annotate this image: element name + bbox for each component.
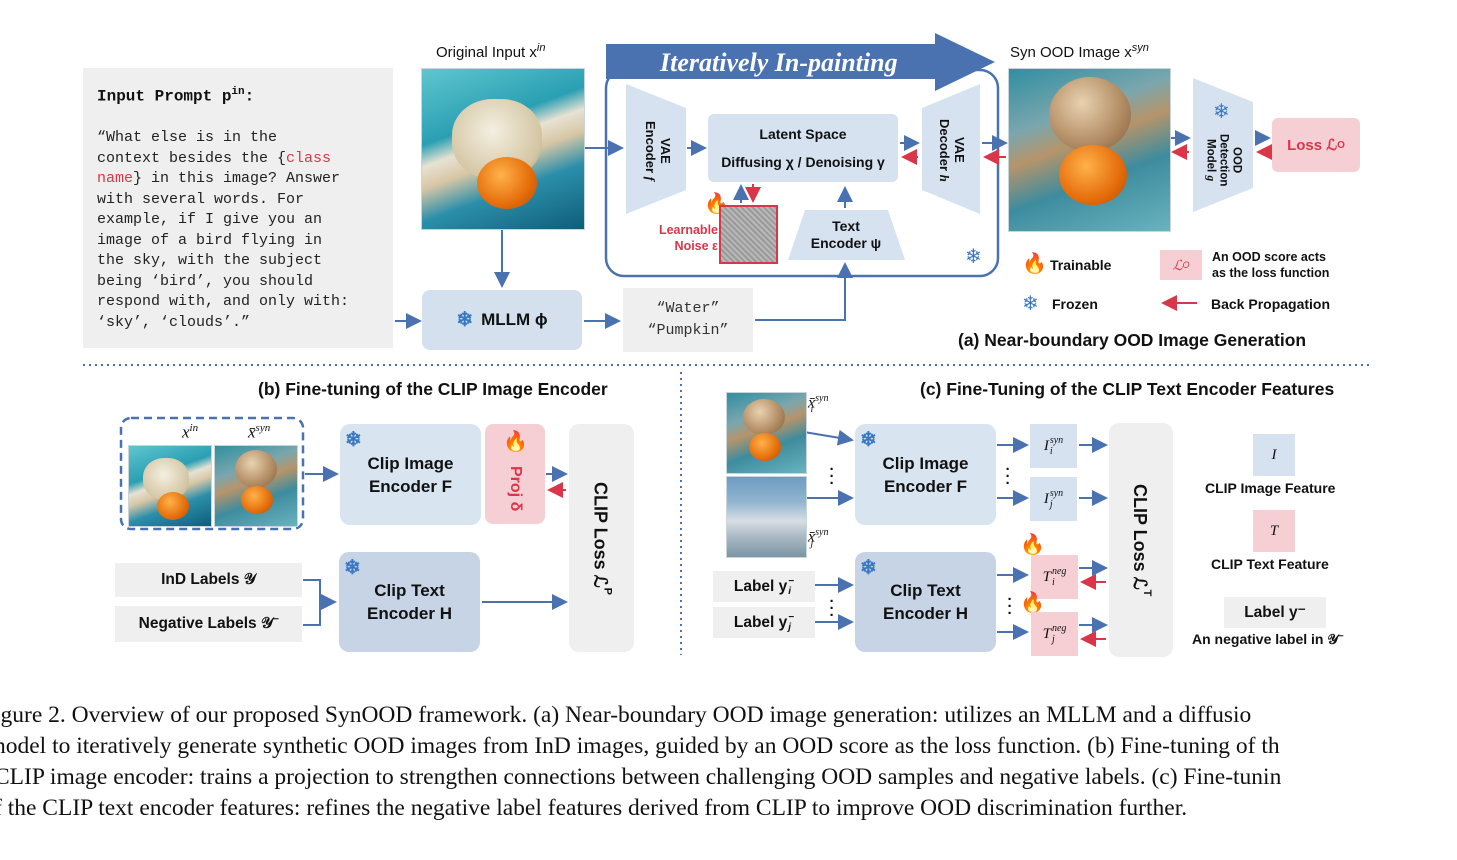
latent-space-box: Latent Space Diffusing χ / Denoising γ: [708, 114, 898, 182]
frozen-snowflake-icon: ❄: [345, 429, 362, 451]
clip-text-encoder-b: ❄ Clip Text Encoder H: [339, 552, 480, 652]
frozen-snowflake-icon: ❄: [1213, 101, 1230, 123]
frozen-snowflake-icon: ❄: [344, 557, 361, 579]
trainable-legend-icon: 🔥: [1022, 253, 1047, 275]
legend-T-box: T: [1253, 510, 1295, 552]
frozen-snowflake-icon: ❄: [965, 246, 982, 268]
learnable-noise-label: Learnable Noise ε: [658, 223, 718, 253]
xsyn-image: [214, 445, 298, 527]
trainable-fire-icon: 🔥: [1020, 534, 1045, 556]
prompt-title: Input Prompt pin:: [97, 86, 255, 106]
xin-label: xin: [182, 422, 199, 442]
input-prompt-box: [83, 68, 393, 348]
clip-loss-p: CLIP Loss ℒP: [569, 424, 634, 652]
panel-a-title: (a) Near-boundary OOD Image Generation: [958, 330, 1307, 350]
caption-line: igure 2. Overview of our proposed SynOOD…: [0, 702, 1252, 728]
legend-text-feature: CLIP Text Feature: [1211, 556, 1329, 572]
mllm-box: ❄ MLLM ϕ: [422, 290, 582, 350]
iterative-banner-arrow: [606, 33, 995, 91]
legend-image-feature: CLIP Image Feature: [1205, 480, 1336, 496]
text-encoder-psi: Text Encoder ψ: [810, 218, 882, 251]
learnable-noise-box: [719, 205, 778, 264]
xj-syn-label: x̄synj: [808, 527, 829, 549]
proj-delta-box: 🔥 Proj δ: [485, 424, 545, 524]
figure-caption: igure 2. Overview of our proposed SynOOD…: [0, 700, 1457, 824]
legend-trainable: Trainable: [1050, 257, 1112, 273]
syn-ood-image-label: Syn OOD Image xsyn: [1010, 42, 1149, 61]
banner-text: Iteratively In-painting: [660, 48, 898, 77]
clip-loss-t: CLIP Loss ℒT: [1109, 423, 1173, 657]
caption-line: CLIP image encoder: trains a projection …: [0, 764, 1282, 790]
ellipsis: ···: [829, 461, 835, 492]
caption-line: f the CLIP text encoder features: refine…: [0, 795, 1188, 821]
original-input-label: Original Input xin: [436, 42, 546, 61]
framework-figure: Input Prompt pin: “What else is in the c…: [83, 33, 1370, 657]
ind-labels: InD Labels 𝒴: [115, 563, 302, 597]
clip-image-encoder-c: ❄ Clip Image Encoder F: [855, 424, 996, 525]
legend-frozen: Frozen: [1052, 296, 1098, 312]
legend-I-box: I: [1253, 434, 1295, 476]
xi-syn-label: x̄syni: [808, 393, 829, 415]
vae-encoder-shape: [626, 84, 686, 214]
frozen-snowflake-icon: ❄: [860, 429, 877, 451]
input-images-group: [119, 416, 305, 531]
text-encoder-shape: [788, 210, 905, 260]
panel-c-title: (c) Fine-Tuning of the CLIP Text Encoder…: [920, 379, 1335, 399]
legend-label-box: Label y⁻: [1224, 597, 1326, 628]
prompt-text: “What else is in the context besides the…: [97, 129, 350, 331]
diagram-connectors: [83, 33, 1370, 655]
label-yj: Label y−j: [713, 607, 815, 638]
ood-model-shape: [1193, 78, 1253, 212]
vae-decoder-shape: [922, 84, 980, 214]
frozen-legend-icon: ❄: [1022, 293, 1039, 315]
ellipsis: ···: [829, 593, 835, 624]
ood-detection-model: OOD Detection Model g: [1204, 133, 1243, 187]
xj-syn-image: [726, 476, 807, 558]
xi-syn-image: [726, 392, 807, 474]
vae-encoder: VAE Encoder f: [643, 121, 673, 181]
clip-text-encoder-c: ❄ Clip Text Encoder H: [855, 552, 996, 652]
legend-negative-label: An negative label in 𝒴⁻: [1192, 631, 1344, 647]
legend-backprop: Back Propagation: [1211, 296, 1331, 312]
syn-ood-image: [1008, 68, 1171, 232]
panel-b-title: (b) Fine-tuning of the CLIP Image Encode…: [258, 379, 608, 399]
inpainting-frame: [604, 68, 1000, 278]
frozen-snowflake-icon: ❄: [456, 309, 474, 331]
clip-image-encoder-b: ❄ Clip Image Encoder F: [340, 424, 481, 525]
frozen-snowflake-icon: ❄: [860, 557, 877, 579]
caption-line: nodel to iteratively generate synthetic …: [0, 733, 1280, 759]
vae-decoder: VAE Decoder h: [937, 118, 967, 182]
negative-labels: Negative Labels 𝒴⁻: [115, 606, 302, 642]
mllm-output-words: “Water” “Pumpkin”: [623, 288, 753, 352]
label-yi: Label y−i: [713, 571, 815, 602]
legend-loss-text: An OOD score acts as the loss function: [1212, 250, 1330, 280]
xin-image: [128, 445, 212, 527]
ellipsis: ···: [1005, 461, 1011, 492]
ellipsis: ···: [1007, 591, 1013, 622]
original-input-image: [421, 68, 585, 230]
xsyn-label: x̄syn: [248, 422, 271, 442]
trainable-fire-icon: 🔥: [503, 431, 528, 453]
trainable-fire-icon: 🔥: [1020, 592, 1045, 614]
